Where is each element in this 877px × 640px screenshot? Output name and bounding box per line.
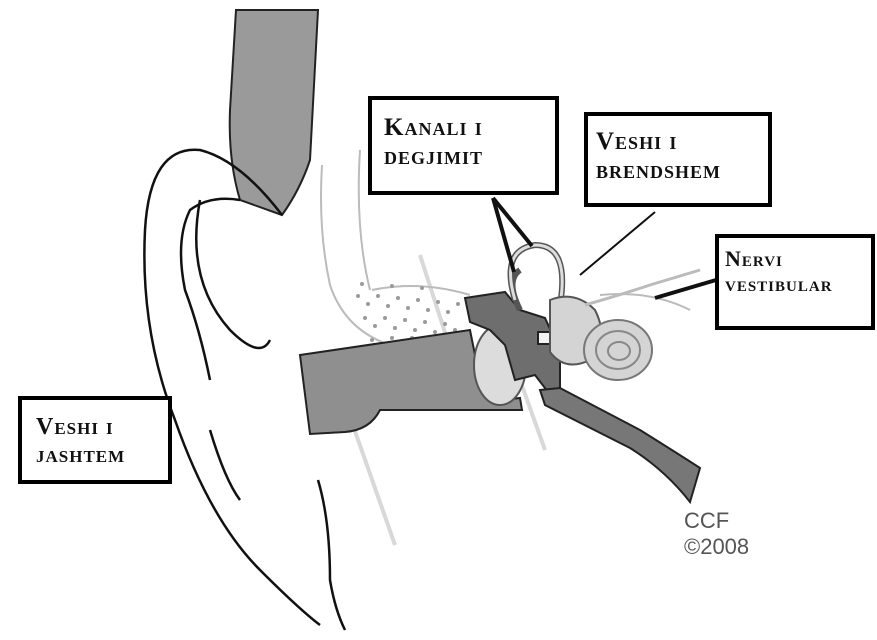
pointer-lines [491, 196, 717, 300]
credit-year: ©2008 [684, 534, 750, 560]
label-ear-canal-line1: Kanali i [384, 114, 483, 141]
label-inner-ear-line1: Veshi i [596, 128, 678, 155]
vestibular-nerve [584, 268, 701, 307]
label-inner-ear: Veshi i brendshem [584, 112, 772, 207]
inner-ear-pointer [579, 211, 656, 276]
credit-owner: CCF [684, 508, 730, 533]
temporal-bone-outline [320, 149, 691, 346]
label-vestibular-nerve: Nervi vestibular [715, 234, 875, 330]
label-inner-ear-line2: brendshem [596, 156, 722, 184]
label-outer-ear-line2: jashtem [36, 441, 126, 468]
semicircular-canals-inner [509, 243, 564, 306]
upper-tube [228, 9, 320, 217]
label-outer-ear: Veshi i jashtem [18, 396, 172, 484]
eustachian-tube [538, 386, 702, 505]
copyright-credit: CCF ©2008 [684, 508, 749, 561]
label-ear-canal: Kanali i degjimit [368, 96, 559, 195]
label-vestibular-nerve-line1: Nervi [725, 246, 783, 271]
cochlea [583, 319, 653, 381]
label-vestibular-nerve-line2: vestibular [725, 271, 833, 297]
outer-ear-outline [143, 148, 347, 631]
label-outer-ear-line1: Veshi i [36, 414, 114, 440]
label-ear-canal-line2: degjimit [384, 142, 484, 170]
